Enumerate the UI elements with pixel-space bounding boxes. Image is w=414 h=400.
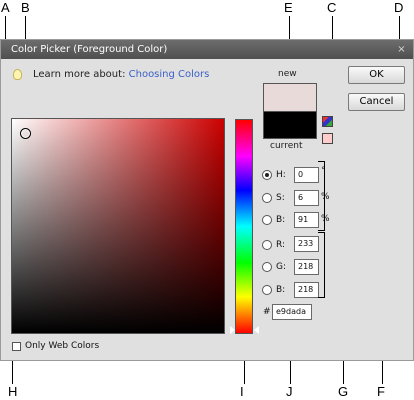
learn-more-label: Learn more about: bbox=[33, 69, 126, 80]
r-label: R: bbox=[276, 240, 286, 250]
g-input[interactable]: 218 bbox=[294, 259, 319, 275]
current-color-swatch[interactable] bbox=[263, 111, 317, 139]
rgb-group-bracket bbox=[318, 232, 325, 298]
hue-slider[interactable] bbox=[235, 119, 253, 334]
g-label: G: bbox=[276, 262, 287, 272]
h-unit: ° bbox=[321, 166, 326, 176]
h-input[interactable]: 0 bbox=[294, 167, 319, 183]
dialog-title: Color Picker (Foreground Color) bbox=[11, 44, 168, 55]
callout-a: A bbox=[1, 0, 10, 15]
b-rgb-label: B: bbox=[276, 285, 286, 295]
new-color-label: new bbox=[278, 69, 297, 79]
choosing-colors-link[interactable]: Choosing Colors bbox=[128, 69, 210, 80]
color-field-marker[interactable] bbox=[20, 128, 31, 139]
b-rgb-input[interactable]: 218 bbox=[294, 282, 319, 298]
hex-label: # bbox=[263, 307, 271, 317]
b-hsb-input[interactable]: 91 bbox=[294, 212, 319, 228]
s-radio[interactable] bbox=[262, 193, 272, 203]
callout-b: B bbox=[21, 0, 30, 15]
new-color-swatch bbox=[263, 83, 317, 111]
close-icon[interactable]: × bbox=[397, 44, 406, 55]
color-cube-icon[interactable] bbox=[322, 116, 333, 127]
only-web-colors-checkbox[interactable] bbox=[12, 342, 21, 351]
callout-g: G bbox=[338, 384, 349, 399]
r-input[interactable]: 233 bbox=[294, 236, 319, 252]
s-input[interactable]: 6 bbox=[294, 190, 319, 206]
callout-f: F bbox=[377, 384, 385, 399]
leader-line-h bbox=[12, 348, 13, 384]
s-label: S: bbox=[276, 193, 285, 203]
g-radio[interactable] bbox=[262, 262, 272, 272]
s-unit: % bbox=[321, 192, 330, 202]
r-radio[interactable] bbox=[262, 240, 272, 250]
color-field[interactable] bbox=[11, 118, 225, 334]
dialog-titlebar[interactable]: Color Picker (Foreground Color) × bbox=[1, 40, 413, 59]
cancel-button[interactable]: Cancel bbox=[348, 93, 405, 111]
lightbulb-icon bbox=[13, 69, 22, 80]
hex-input[interactable]: e9dada bbox=[272, 304, 312, 320]
b-hsb-radio[interactable] bbox=[262, 215, 272, 225]
b-rgb-radio[interactable] bbox=[262, 285, 272, 295]
h-radio[interactable] bbox=[262, 170, 272, 180]
color-picker-dialog: Color Picker (Foreground Color) × Learn … bbox=[0, 39, 414, 361]
callout-i: I bbox=[240, 384, 244, 399]
callout-d: D bbox=[394, 0, 404, 15]
hue-slider-right-arrow[interactable] bbox=[254, 326, 259, 334]
learn-more-row: Learn more about: Choosing Colors bbox=[33, 69, 209, 80]
hsb-group-bracket bbox=[318, 161, 325, 231]
callout-h: H bbox=[8, 384, 18, 399]
callout-j: J bbox=[286, 384, 293, 399]
hue-slider-left-arrow[interactable] bbox=[230, 326, 235, 334]
only-web-colors-label[interactable]: Only Web Colors bbox=[25, 341, 100, 351]
ok-button[interactable]: OK bbox=[348, 66, 405, 84]
b-hsb-label: B: bbox=[276, 215, 286, 225]
websafe-swatch-icon[interactable] bbox=[322, 133, 333, 144]
callout-c: C bbox=[327, 0, 337, 15]
h-label: H: bbox=[276, 170, 286, 180]
callout-e: E bbox=[284, 0, 293, 15]
b-hsb-unit: % bbox=[321, 214, 330, 224]
current-color-label: current bbox=[270, 141, 303, 151]
